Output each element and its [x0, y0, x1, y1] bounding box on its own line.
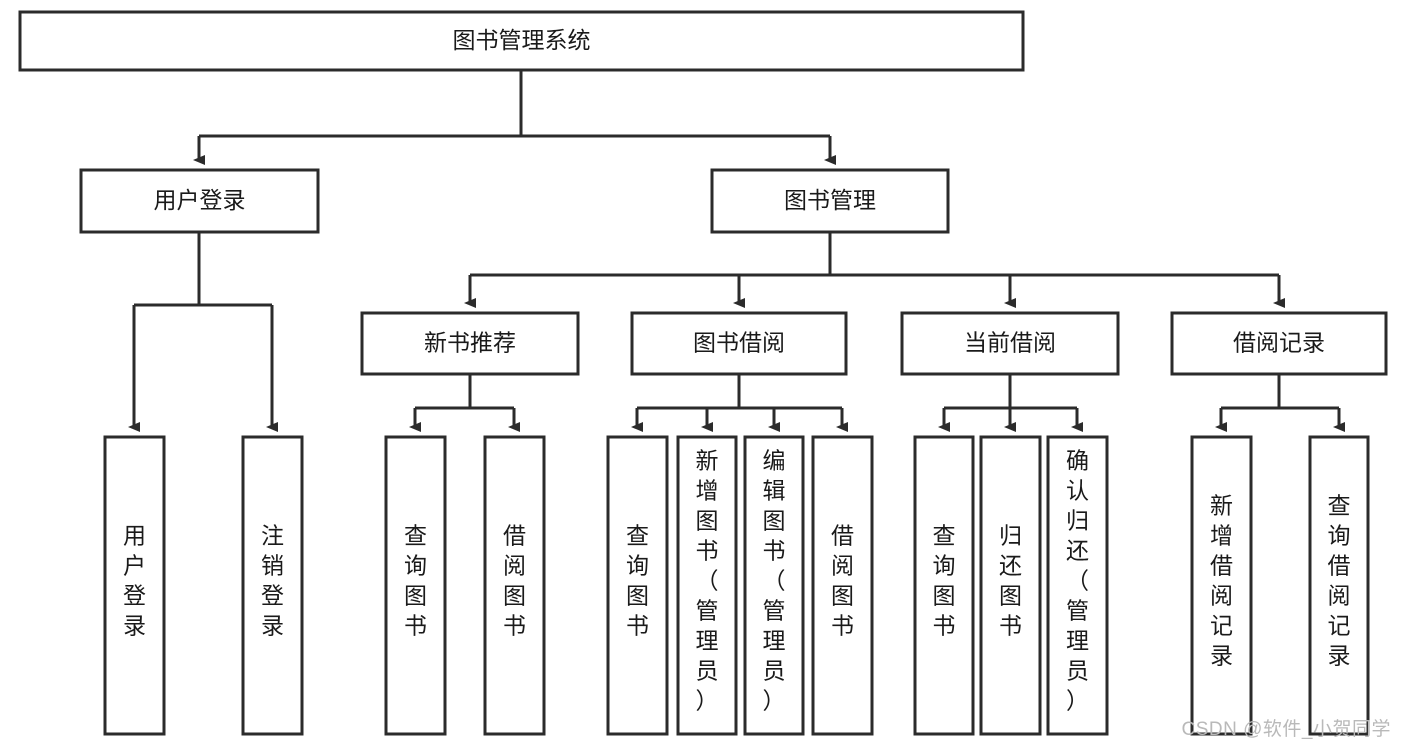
node-root-label: 图书管理系统: [453, 27, 591, 53]
node-level3-1[interactable]: 图书借阅: [630, 311, 848, 376]
node-leaf-11[interactable]: 新增借阅记录: [1190, 435, 1253, 736]
node-root[interactable]: 图书管理系统: [18, 10, 1025, 72]
node-level2-0-box[interactable]: [79, 168, 320, 234]
node-leaf-6[interactable]: 编辑图书（管理员）: [743, 435, 805, 736]
diagram-nodes: 图书管理系统用户登录图书管理新书推荐图书借阅当前借阅借阅记录用户登录注销登录查询…: [18, 10, 1388, 736]
node-leaf-0-label: 用户登录: [123, 523, 146, 639]
node-level2-1[interactable]: 图书管理: [710, 168, 950, 234]
node-leaf-1-label: 注销登录: [261, 523, 284, 639]
node-leaf-10-label: 确认归还（管理员）: [1066, 448, 1089, 714]
node-level3-3-box[interactable]: [1170, 311, 1388, 376]
node-leaf-4-box[interactable]: [606, 435, 669, 736]
node-leaf-9[interactable]: 归还图书: [979, 435, 1042, 736]
node-level2-0[interactable]: 用户登录: [79, 168, 320, 234]
node-leaf-5[interactable]: 新增图书（管理员）: [676, 435, 738, 736]
node-leaf-2[interactable]: 查询图书: [384, 435, 447, 736]
node-level3-0-label: 新书推荐: [424, 330, 516, 356]
connector-lines: [128, 70, 1345, 432]
node-level3-0-box[interactable]: [360, 311, 580, 376]
node-leaf-0[interactable]: 用户登录: [103, 435, 166, 736]
node-level3-2-label: 当前借阅: [964, 330, 1056, 356]
node-level3-3-label: 借阅记录: [1233, 330, 1325, 356]
node-leaf-6-label: 编辑图书（管理员）: [763, 448, 786, 714]
node-leaf-1-box[interactable]: [241, 435, 304, 736]
node-level2-1-label: 图书管理: [784, 187, 876, 213]
node-leaf-11-box[interactable]: [1190, 435, 1253, 736]
node-leaf-3[interactable]: 借阅图书: [483, 435, 546, 736]
node-leaf-5-label: 新增图书（管理员）: [696, 448, 719, 714]
node-leaf-0-box[interactable]: [103, 435, 166, 736]
node-level3-0[interactable]: 新书推荐: [360, 311, 580, 376]
node-leaf-8-box[interactable]: [913, 435, 975, 736]
node-leaf-8[interactable]: 查询图书: [913, 435, 975, 736]
node-leaf-6-box[interactable]: [743, 435, 805, 736]
node-root-box[interactable]: [18, 10, 1025, 72]
node-leaf-12[interactable]: 查询借阅记录: [1308, 435, 1370, 736]
node-leaf-3-box[interactable]: [483, 435, 546, 736]
node-leaf-5-box[interactable]: [676, 435, 738, 736]
node-level3-1-box[interactable]: [630, 311, 848, 376]
node-leaf-2-box[interactable]: [384, 435, 447, 736]
node-leaf-12-box[interactable]: [1308, 435, 1370, 736]
node-level2-1-box[interactable]: [710, 168, 950, 234]
node-level3-2[interactable]: 当前借阅: [900, 311, 1120, 376]
node-leaf-12-label: 查询借阅记录: [1328, 493, 1351, 669]
node-level2-0-label: 用户登录: [154, 187, 246, 213]
node-leaf-9-box[interactable]: [979, 435, 1042, 736]
node-leaf-7-label: 借阅图书: [831, 523, 854, 639]
node-leaf-4[interactable]: 查询图书: [606, 435, 669, 736]
node-leaf-4-label: 查询图书: [626, 523, 649, 639]
node-leaf-11-label: 新增借阅记录: [1210, 493, 1233, 669]
node-leaf-8-label: 查询图书: [933, 523, 956, 639]
node-leaf-7[interactable]: 借阅图书: [811, 435, 874, 736]
node-level3-1-label: 图书借阅: [693, 330, 785, 356]
node-leaf-2-label: 查询图书: [404, 523, 427, 639]
node-level3-3[interactable]: 借阅记录: [1170, 311, 1388, 376]
node-leaf-3-label: 借阅图书: [503, 523, 526, 639]
node-leaf-9-label: 归还图书: [999, 523, 1022, 639]
node-level3-2-box[interactable]: [900, 311, 1120, 376]
node-leaf-10-box[interactable]: [1046, 435, 1109, 736]
node-leaf-10[interactable]: 确认归还（管理员）: [1046, 435, 1109, 736]
node-leaf-7-box[interactable]: [811, 435, 874, 736]
node-leaf-1[interactable]: 注销登录: [241, 435, 304, 736]
